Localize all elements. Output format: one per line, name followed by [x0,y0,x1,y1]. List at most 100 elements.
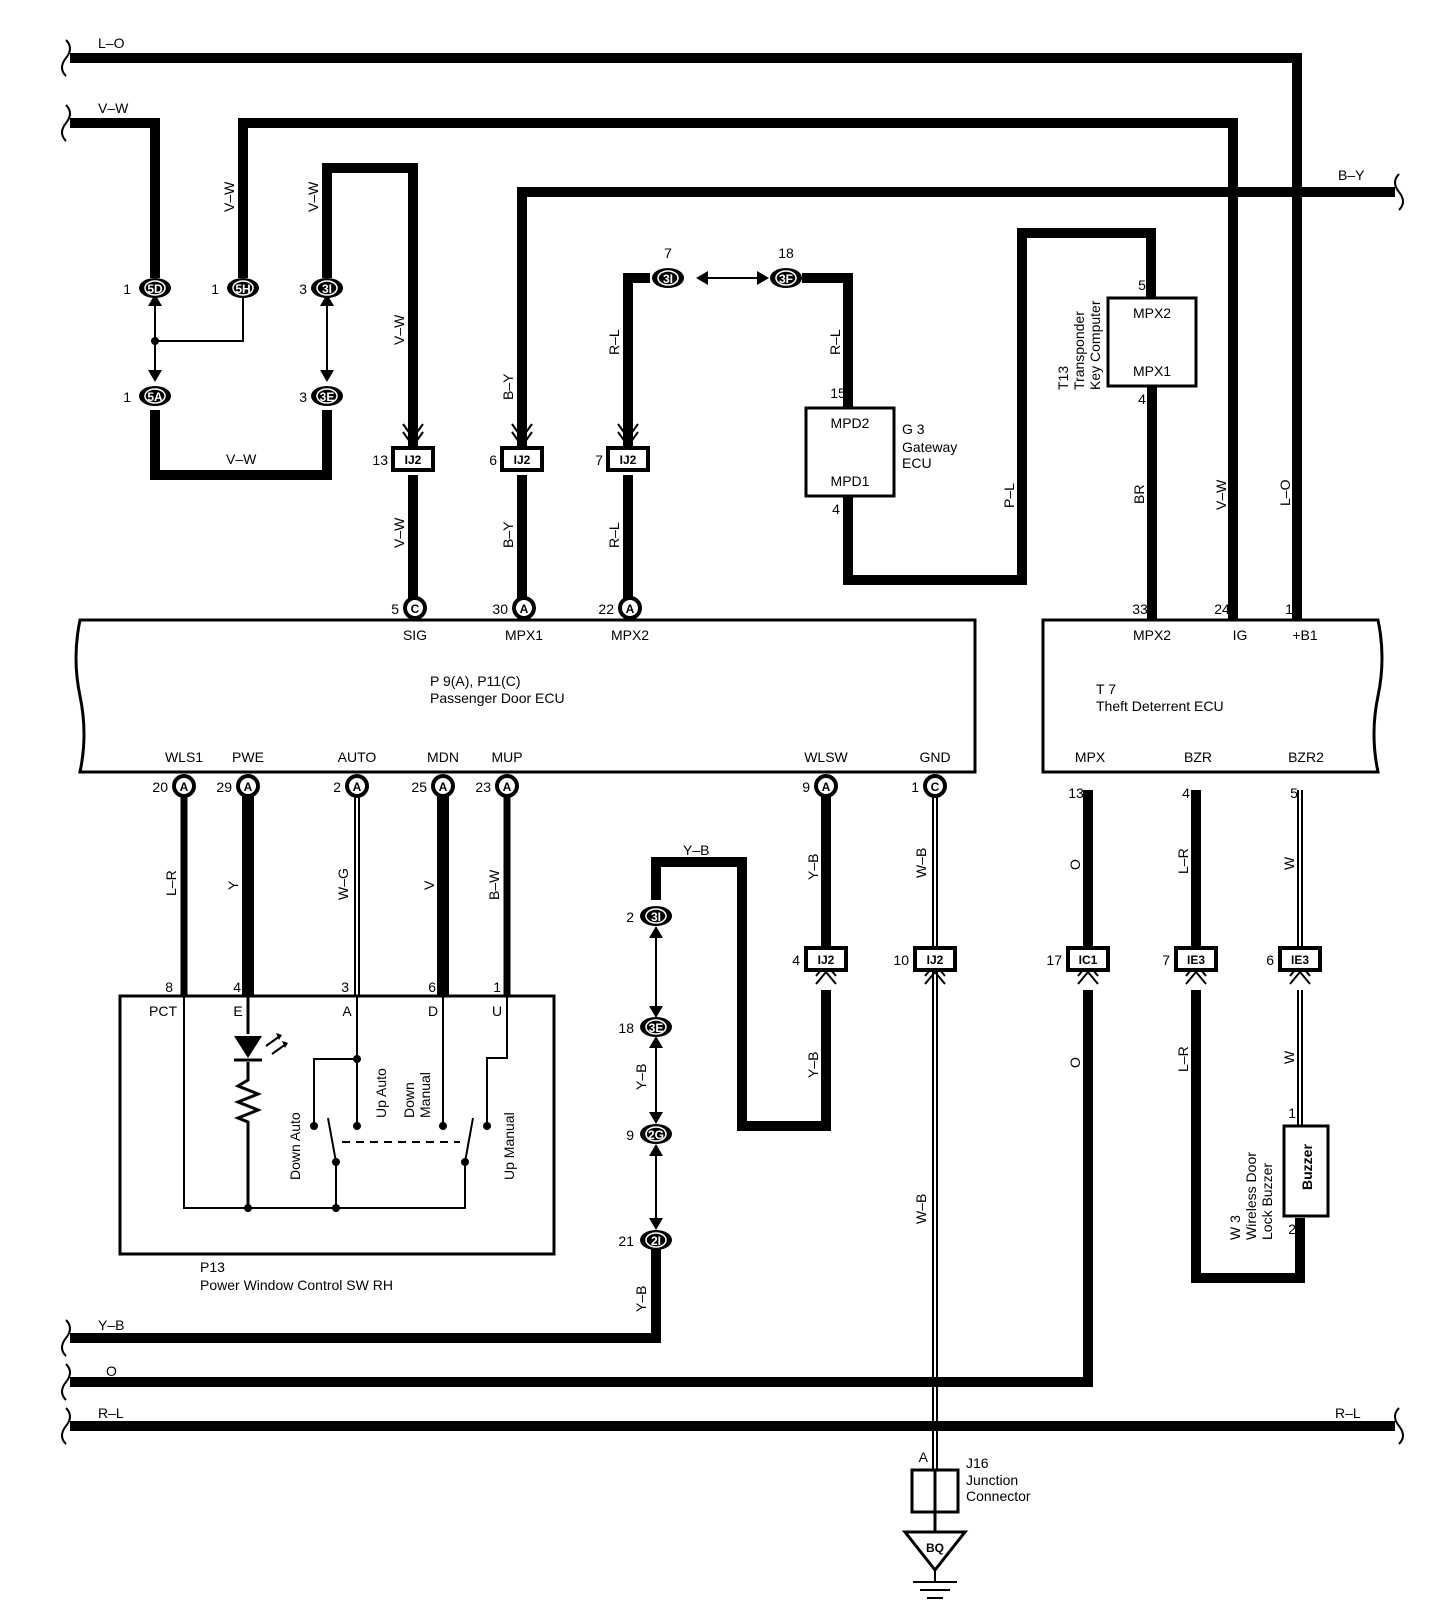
lo-bus-break [61,39,71,77]
gateway-pin-top: 15 [830,385,846,401]
vw-bus-wire [70,118,160,278]
lo-bus-wire [70,53,1302,620]
passenger-ecu-title-1: P 9(A), P11(C) [430,673,521,689]
pin-name: WLSW [804,749,848,765]
buzzer-name: Buzzer [1299,1144,1315,1190]
pin-num: 1 [911,779,919,795]
junction-dot [244,1204,252,1212]
wire-label-lo-b1: L–O [1277,479,1293,506]
rl-bus-label-left: R–L [98,1405,124,1421]
theft-top-pin-name: IG [1233,627,1248,643]
connector-code: IC1 [1079,953,1098,967]
arrow-icon [320,370,334,382]
theft-bottom-pin-name: BZR2 [1288,749,1324,765]
rl-bus-break-right [1394,1407,1404,1445]
wire-label-yb-b: Y–B [805,854,821,880]
connector-3e-lower: 3E 18 [618,1017,672,1037]
pecu-pin-auto: AUTO A 2 [333,749,376,798]
theft-bottom-pin-num: 4 [1182,785,1190,801]
connector-code: 3E [649,1021,664,1035]
led-rays-icon [265,1035,287,1055]
wire-label-vw-ig: V–W [1213,479,1229,510]
wire-label-v: V [421,880,437,890]
yb-bus-break [61,1319,71,1357]
pin-conn: C [931,780,940,794]
connector-code: 5D [147,282,163,296]
w-wire [1297,790,1303,1126]
gateway-label-2: Gateway [902,439,957,455]
gateway-label-3: ECU [902,455,932,471]
pin-num: 29 [216,779,232,795]
wire-label-rl-c: R–L [606,522,622,548]
connector-code: IE3 [1187,953,1205,967]
connector-ie3-7: IE3 7 [1162,946,1218,972]
wire-label-w-a: W [1281,856,1297,870]
connector-pin: 6 [1266,952,1274,968]
wire-label-by-a: B–Y [500,373,516,400]
connector-code: IJ2 [405,453,422,467]
theft-ecu-title-1: T 7 [1096,681,1116,697]
passenger-door-ecu: P 9(A), P11(C) Passenger Door ECU C 5 SI… [74,596,977,798]
pin-name: MPX2 [611,627,649,643]
pws-label-2: Power Window Control SW RH [200,1277,393,1293]
theft-bottom-pin-num: 13 [1068,785,1084,801]
connector-3i-top: 3I 3 [299,278,343,298]
connector-code: 3I [663,272,673,286]
connector-5h: 5H 1 [211,278,259,298]
pecu-pin-wls1: WLS1 A 20 [152,749,203,798]
connector-pin: 10 [893,952,909,968]
passenger-ecu-title-2: Passenger Door ECU [430,690,565,706]
wlsw-section: Y–B Y–B Y–B Y–B Y–B 3I 2 3E 18 2G 9 [618,796,848,1312]
pin-num: 22 [598,601,614,617]
connector-ij2-13: IJ2 13 [372,446,435,472]
pin-conn: A [520,602,529,616]
theft-bottom-pin-name: BZR [1184,749,1212,765]
pws-pin-name: D [428,1003,438,1019]
j16-label-3: Connector [966,1488,1031,1504]
vw-bus-break [61,104,71,142]
connector-pin: 3 [299,281,307,297]
connector-ie3-6: IE3 6 [1266,946,1322,972]
wg-wire [354,796,360,996]
auto-branch [313,1058,357,1124]
buzzer-label-1: W 3 [1227,1215,1243,1240]
connector-pin: 17 [1046,952,1062,968]
buzzer-pin-top: 1 [1288,1105,1296,1121]
connector-pin: 21 [618,1233,634,1249]
pin-name: SIG [403,627,427,643]
rl-bus-break-left [61,1407,71,1445]
vw-loop-wire [150,410,332,480]
wire-label-vw-a: V–W [221,181,237,212]
transponder-pin-bottom: 4 [1138,391,1146,407]
gateway-pin-name-bottom: MPD1 [831,473,870,489]
j16-label-2: Junction [966,1472,1018,1488]
wire-label-vw-b: V–W [305,181,321,212]
pecu-pin-pwe: PWE A 29 [216,749,264,798]
by-bus-break [1394,173,1404,211]
connector-pin: 1 [123,281,131,297]
theft-lower-wires: O O IC1 17 L–R L–R IE3 7 W W IE3 6 Buzze… [1046,790,1330,1283]
mpx1-section: B–Y [500,187,1233,455]
connector-pin: 9 [626,1127,634,1143]
pecu-pin-mpx2: A 22 MPX2 [598,596,649,643]
junction-dot [151,337,159,345]
mup-line [486,996,508,1124]
pin-conn: A [503,780,512,794]
theft-ecu-title-2: Theft Deterrent ECU [1096,698,1224,714]
mpx2-section: R–L R–L 3I 7 3F 18 [606,245,853,455]
arrow-icon [696,271,708,285]
pws-pin-name: PCT [149,1003,177,1019]
connector-ij2-6: IJ2 6 [489,446,544,472]
arrow-icon [757,271,769,285]
gateway-label-1: G 3 [902,421,925,437]
ground-triangle-icon [901,1530,969,1573]
connector-ij2-7: IJ2 7 [595,446,650,472]
buzzer: Buzzer 1 2 W 3 Wireless Door Lock Buzzer [1227,1105,1330,1240]
wire-label-yb-a: Y–B [683,842,709,858]
wire-label-vw-d: V–W [226,451,257,467]
connector-ic1-17: IC1 17 [1046,946,1110,972]
vw-section: V–W V–W V–W V–W 5D 1 5H 1 [123,118,1238,620]
wire-label-rl-a: R–L [606,329,622,355]
connector-pin: 7 [1162,952,1170,968]
lr-bzr-lower [1191,990,1305,1283]
